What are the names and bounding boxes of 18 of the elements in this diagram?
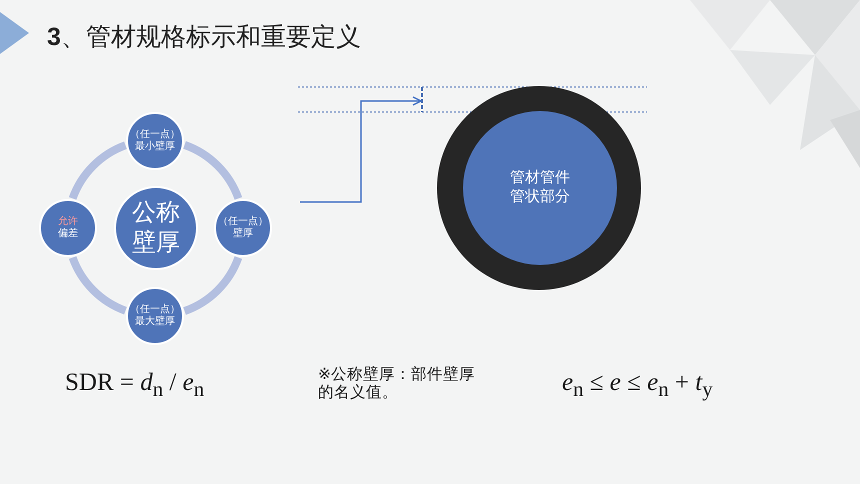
node-label: 偏差 [58, 228, 78, 240]
ring-arc [68, 256, 128, 314]
node-label: 最小壁厚 [135, 141, 175, 154]
node-label: （任一点） [130, 304, 180, 316]
footnote: ※公称壁厚：部件壁厚的名义值。 [318, 366, 476, 402]
node-label: 公称壁厚 [130, 198, 181, 258]
ring-arc [183, 141, 242, 200]
ring-arc [183, 256, 242, 315]
node-label: （任一点） [218, 216, 268, 228]
node-label: 壁厚 [233, 228, 253, 240]
node-label: （任一点） [130, 128, 180, 140]
slide-title: 3、管材规格标示和重要定义 [47, 22, 361, 53]
node-label: 管材管件管状部分 [509, 169, 571, 207]
ring-arc [68, 142, 128, 200]
node-label: 最大壁厚 [135, 316, 175, 328]
node-label: 允许 [58, 216, 78, 228]
formula: SDR = d$_{n}$ / e$_{n}$ [65, 369, 204, 402]
formula: e$_{n}$ ≤ e ≤ e$_{n}$ + t$_{y}$ [562, 369, 713, 402]
